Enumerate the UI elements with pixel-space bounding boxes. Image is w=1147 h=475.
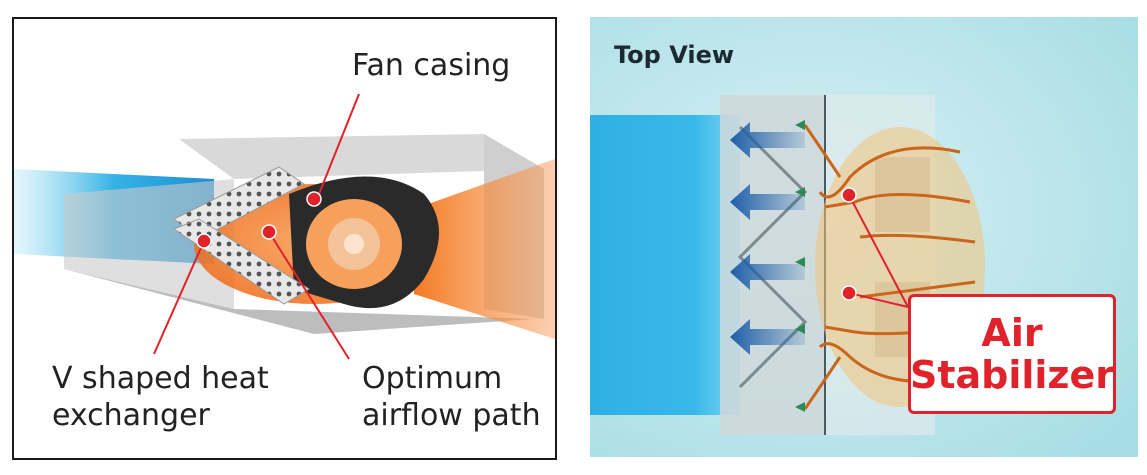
small-flow-arrows — [795, 120, 805, 412]
heat-exchanger-marker — [196, 233, 212, 249]
blue-air-band — [590, 115, 740, 415]
air-stabilizer-callout: Air Stabilizer — [908, 294, 1116, 414]
outflow-arrows — [730, 122, 805, 355]
unit-casing-bottom — [64, 269, 534, 334]
unit-casing-top — [179, 134, 544, 179]
airflow-path-marker — [261, 224, 277, 240]
air-stabilizer-label-line1: Air — [981, 311, 1043, 355]
fan-casing-marker — [306, 191, 322, 207]
heat-exchanger-label-line2: exchanger — [52, 398, 210, 433]
heat-exchanger-label-line1: V shaped heat — [52, 361, 269, 396]
stabilizer-marker-lower — [841, 285, 857, 301]
top-view-title: Top View — [614, 41, 735, 69]
unit-illustration-panel: Fan casing V shaped heat exchanger Optim… — [12, 17, 557, 460]
top-view-panel: Top View Air Stabilizer — [590, 17, 1138, 457]
outgoing-air-stream — [414, 159, 555, 339]
fan-casing-label: Fan casing — [352, 48, 511, 83]
airflow-path-label-line2: airflow path — [362, 398, 541, 433]
stabilizer-marker-upper — [841, 187, 857, 203]
air-stabilizer-label-line2: Stabilizer — [909, 353, 1115, 397]
unit-illustration — [14, 93, 555, 360]
airflow-path-label-line1: Optimum — [362, 361, 503, 396]
